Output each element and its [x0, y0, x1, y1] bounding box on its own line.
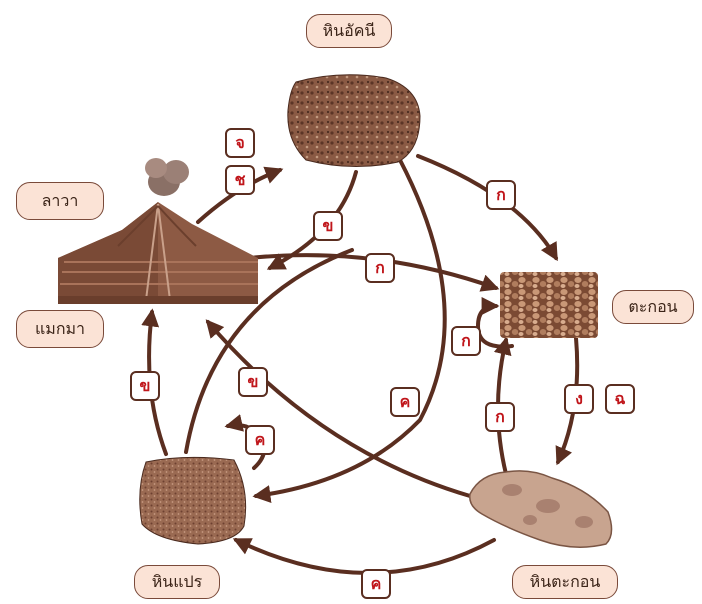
process-tag-kho-loop: ค	[245, 425, 275, 455]
magma-label: แมกมา	[16, 310, 104, 348]
metamorphic-rock-image	[139, 456, 247, 545]
lava-label: ลาวา	[16, 182, 104, 220]
process-tag-ngo: ง	[564, 384, 594, 414]
volcano-illustration	[58, 158, 258, 304]
igneous-label: หินอัคนี	[306, 14, 392, 48]
metamorphic-label: หินแปร	[134, 565, 220, 599]
process-tag-ko-igneous: ก	[486, 180, 516, 210]
process-tag-kho-igneous-long: ค	[390, 387, 420, 417]
process-tag-kho-sedimentary: ข	[238, 367, 268, 397]
igneous-rock-image	[287, 74, 421, 167]
process-tag-ko-metamorphic: ก	[365, 253, 395, 283]
arrow-sedimentary-to-volcano	[205, 319, 472, 498]
arrow-metamorphic-to-sediment	[216, 253, 500, 292]
process-tag-kho-metamorphic: ข	[130, 371, 160, 401]
arrow-metamorphic-rise	[184, 248, 354, 454]
arrow-sedimentary-to-metamorphic	[232, 538, 496, 575]
process-tag-cho: ฉ	[605, 384, 635, 414]
process-tag-kho-bottom: ค	[361, 569, 391, 599]
process-tag-cho-chan-1: จ	[225, 128, 255, 158]
process-tag-ko-loop: ก	[451, 326, 481, 356]
process-tag-ko-sedimentary: ก	[485, 402, 515, 432]
process-tag-kho-igneous: ข	[313, 211, 343, 241]
arrow-igneous-to-metamorphic	[252, 158, 447, 503]
sediment-image	[500, 272, 598, 338]
process-tag-cho-chang: ช	[225, 165, 255, 195]
sedimentary-label: หินตะกอน	[512, 565, 618, 599]
sediment-label: ตะกอน	[612, 290, 694, 324]
